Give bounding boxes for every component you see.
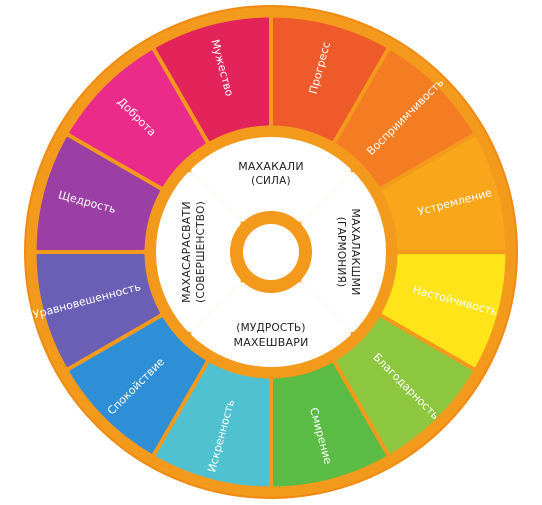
inner-left-line2: (СОВЕРШЕНСТВО) — [195, 201, 207, 303]
inner-pad — [190, 137, 352, 222]
wheel-segment — [336, 317, 473, 454]
inner-left-label: МАХАСАРАСВАТИ (СОВЕРШЕНСТВО) — [180, 201, 207, 303]
wheel-segment — [36, 137, 160, 250]
wheel-segment — [273, 363, 386, 487]
inner-top-line1: МАХАКАЛИ — [238, 160, 304, 173]
wheel-segment — [69, 50, 206, 187]
inner-top-line2: (СИЛА) — [251, 175, 291, 187]
wheel-segment — [336, 50, 473, 187]
inner-bottom-line1: (МУДРОСТЬ) — [236, 322, 305, 334]
wheel-segment — [69, 317, 206, 454]
inner-bottom-line2: МАХЕШВАРИ — [234, 336, 309, 349]
wheel-segment — [156, 363, 269, 487]
inner-right-label: МАХАЛАКШМИ (ГАРМОНИЯ) — [335, 208, 362, 295]
inner-right-line1: МАХАЛАКШМИ — [349, 208, 362, 295]
inner-pad — [301, 171, 386, 333]
inner-top-label: МАХАКАЛИ (СИЛА) — [238, 160, 304, 187]
inner-bottom-label: (МУДРОСТЬ) МАХЕШВАРИ — [234, 322, 309, 349]
hub-center — [243, 224, 299, 280]
inner-pads — [156, 137, 386, 367]
wheel-segment — [382, 137, 506, 250]
inner-pad — [156, 171, 241, 333]
wheel-segment — [156, 17, 269, 141]
inner-group: МАХАКАЛИ (СИЛА) (МУДРОСТЬ) МАХЕШВАРИ МАХ… — [153, 134, 389, 370]
segment-group: ПрогрессВосприимчивостьУстремлениеНастой… — [32, 17, 506, 487]
wheel-segment — [273, 17, 386, 141]
inner-pad — [190, 282, 352, 367]
inner-left-line1: МАХАСАРАСВАТИ — [180, 201, 193, 303]
inner-right-line2: (ГАРМОНИЯ) — [335, 217, 347, 287]
wheel-segment — [36, 254, 160, 367]
wheel-segment — [382, 254, 506, 367]
